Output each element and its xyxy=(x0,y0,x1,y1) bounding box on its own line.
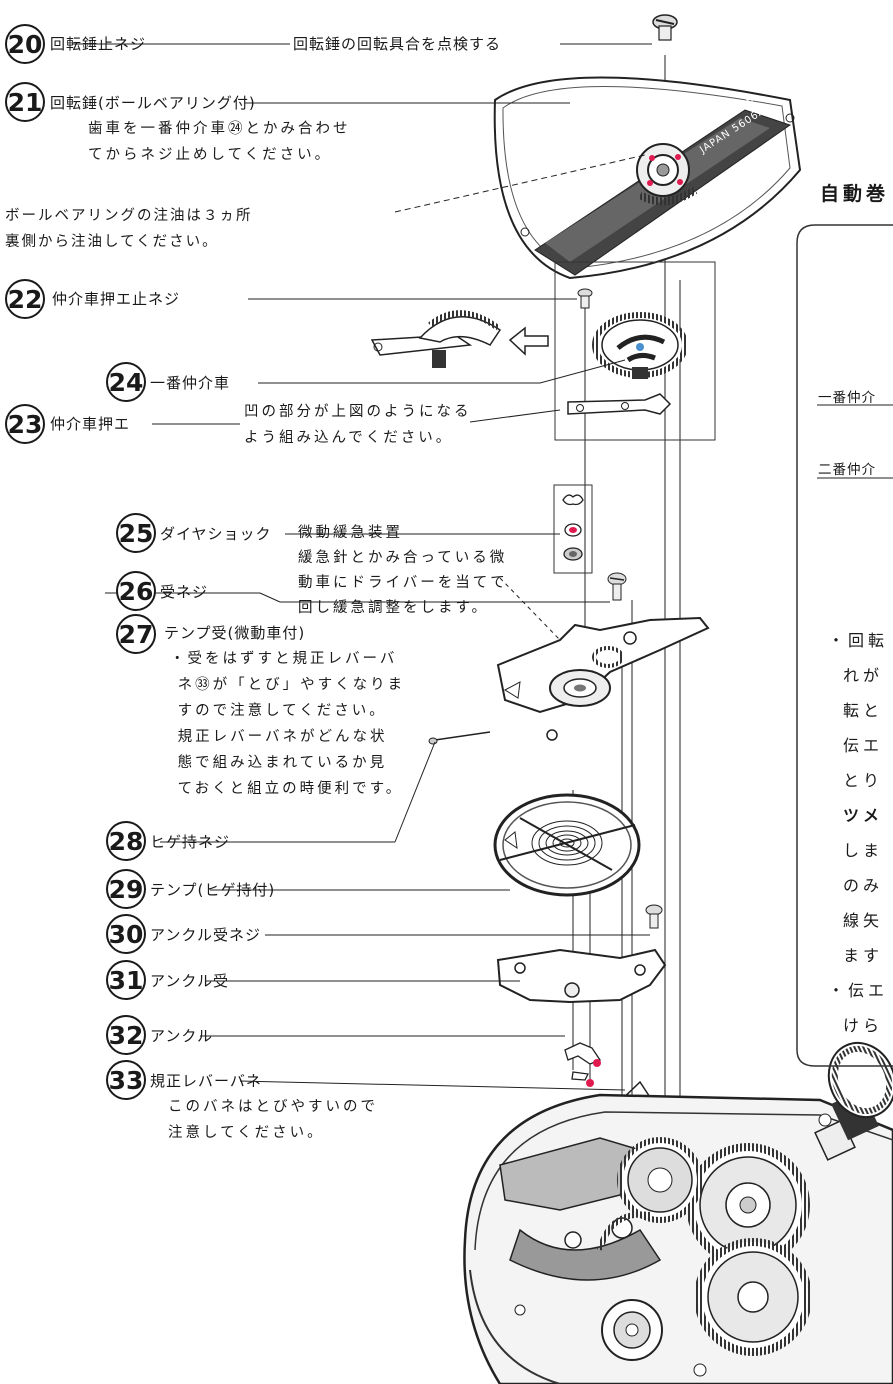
part-note-20: 回転錘の回転具合を点検する xyxy=(293,35,502,53)
part-number-21: 21 xyxy=(5,82,45,122)
part-label-29: テンプ(ヒゲ持付) xyxy=(150,881,276,899)
part-number-27: 27 xyxy=(116,614,156,654)
right-panel-line-5: とり xyxy=(843,771,884,790)
part-number-22: 22 xyxy=(5,279,45,319)
right-panel-line-12: けら xyxy=(843,1016,884,1035)
bearing-leader xyxy=(394,154,646,213)
part-label-26: 受ネジ xyxy=(160,583,209,601)
part-label-23: 仲介車押エ xyxy=(50,415,131,433)
wheel-bridge-screw-drawing xyxy=(577,288,593,309)
right-panel-line-6: ツメ xyxy=(843,806,884,825)
right-panel-heading: 自動巻 xyxy=(820,183,890,205)
crown-drawing xyxy=(814,1042,893,1161)
part-label-27: テンプ受(微動車付) xyxy=(164,624,306,642)
part-number-31: 31 xyxy=(106,960,146,1000)
right-panel-frame xyxy=(796,224,893,1067)
part-number-26: 26 xyxy=(116,571,156,611)
part-number-24: 24 xyxy=(106,362,146,402)
part-number-23: 23 xyxy=(5,404,45,444)
part-desc-33: このバネはとびやすいので 注意してください。 xyxy=(168,1099,378,1141)
part-desc-25: 微動緩急装置 緩急針とかみ合っている微 動車にドライバーを当てて 回し緩急調整を… xyxy=(298,525,508,616)
part-number-25: 25 xyxy=(116,513,156,553)
balance-wheel-drawing xyxy=(493,793,641,897)
part-label-25: ダイヤショック xyxy=(160,525,272,543)
rotor-screw-drawing xyxy=(652,14,678,41)
pallet-fork-drawing xyxy=(564,1042,601,1087)
right-panel-line-2: れが xyxy=(843,666,884,685)
stud-screw-drawing xyxy=(428,731,491,745)
diashock-leader xyxy=(499,577,561,641)
right-panel-line-3: 転と xyxy=(843,701,884,720)
part-label-28: ヒゲ持ネジ xyxy=(150,833,231,851)
right-panel-label-2: 二番仲介 xyxy=(818,462,876,478)
bearing-note: ボールベアリングの注油は３ヵ所 裏側から注油してください。 xyxy=(5,208,253,250)
movement-drawing xyxy=(463,1093,893,1384)
part-label-30: アンクル受ネジ xyxy=(150,926,261,944)
part-number-29: 29 xyxy=(106,869,146,909)
part-label-31: アンクル受 xyxy=(150,972,229,990)
part-number-32: 32 xyxy=(106,1015,146,1055)
balance-bridge-drawing xyxy=(496,616,710,741)
part-desc-27: ・受をはずすと規正レバーバ ネ㉝が「とび」やすくなりま すので注意してください。… xyxy=(170,651,406,797)
right-panel-label-1: 一番仲介 xyxy=(818,390,876,406)
right-panel-line-8: のみ xyxy=(843,876,884,895)
right-panel-line-1: ・回転 xyxy=(828,631,889,650)
part-number-28: 28 xyxy=(106,821,146,861)
rotor-drawing xyxy=(493,76,802,280)
right-panel-line-9: 線矢 xyxy=(843,911,884,930)
part-desc-23: 凹の部分が上図のようになる よう組み込んでください。 xyxy=(244,404,472,446)
right-panel-line-7: しま xyxy=(843,841,884,860)
diashock-box xyxy=(553,484,593,574)
part-number-20: 20 xyxy=(5,24,45,64)
part-number-30: 30 xyxy=(106,914,146,954)
inset-wheel-drawing xyxy=(370,310,549,368)
part-label-21: 回転錘(ボールベアリング付) xyxy=(50,94,256,112)
intermediate-wheel-box xyxy=(554,261,716,441)
first-intermediate-wheel-drawing xyxy=(592,312,688,379)
part-label-24: 一番仲介車 xyxy=(150,374,231,392)
balance-bridge-screw-drawing xyxy=(607,572,627,601)
right-panel-line-10: ます xyxy=(843,946,884,965)
pallet-bridge-screw-drawing xyxy=(645,904,663,929)
wheel-bridge-plate-drawing xyxy=(567,393,672,415)
pallet-bridge-drawing xyxy=(496,948,667,1004)
diashock-parts-drawing xyxy=(562,494,584,561)
part-desc-21: 歯車を一番仲介車㉔とかみ合わせ てからネジ止めしてください。 xyxy=(88,121,351,163)
right-panel-line-4: 伝エ xyxy=(843,736,884,755)
right-panel-line-11: ・伝エ xyxy=(828,981,889,1000)
part-number-33: 33 xyxy=(106,1060,146,1100)
part-label-20: 回転錘止ネジ xyxy=(50,35,147,53)
part-label-32: アンクル xyxy=(150,1027,213,1045)
part-label-33: 規正レバーバネ xyxy=(150,1072,262,1090)
arrow-icon xyxy=(508,326,549,356)
part-label-22: 仲介車押エ止ネジ xyxy=(52,290,181,308)
